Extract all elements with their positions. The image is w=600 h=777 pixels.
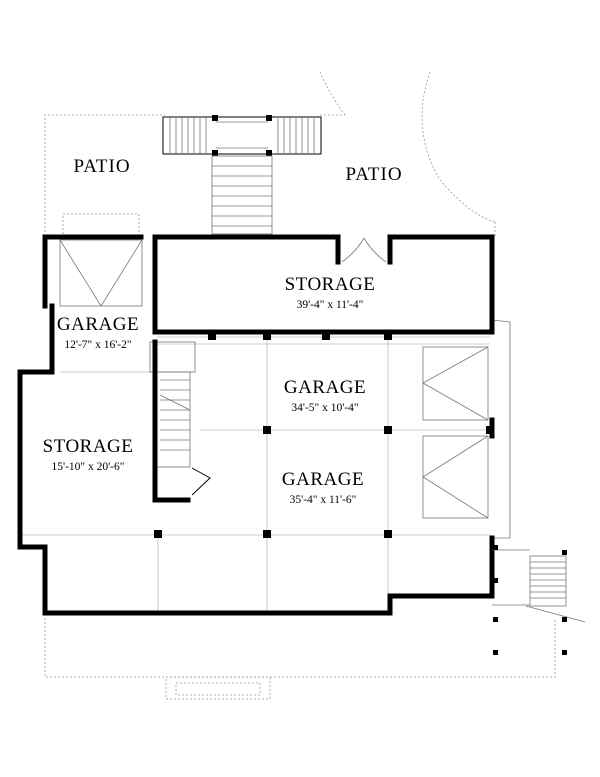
top-stair-deck (162, 115, 322, 235)
entry-pad (62, 213, 140, 239)
patio-left-label: PATIO (73, 156, 130, 177)
site-outline (44, 71, 556, 678)
room-name: GARAGE (282, 469, 364, 490)
room-name: STORAGE (43, 436, 134, 457)
storage-door-swing (341, 237, 387, 263)
deck-left-treads (169, 117, 207, 154)
room-name: GARAGE (57, 314, 139, 335)
room-storage-left: STORAGE 15'-10" x 20'-6" (43, 436, 134, 473)
deck-right-treads (277, 117, 315, 154)
garage-door-left (59, 239, 143, 307)
room-storage-top: STORAGE 39'-4" x 11'-4" (285, 274, 376, 311)
exterior-walls (17, 234, 495, 616)
room-dims: 34'-5" x 10'-4" (291, 402, 358, 414)
walkway-treads (212, 165, 272, 227)
exterior-stair (492, 545, 586, 655)
room-name: GARAGE (284, 377, 366, 398)
room-dims: 39'-4" x 11'-4" (297, 299, 364, 311)
interior-stair (149, 341, 211, 496)
column-grid (20, 336, 490, 613)
garage-doors-right (422, 319, 511, 539)
room-dims: 15'-10" x 20'-6" (52, 461, 125, 473)
room-dims: 35'-4" x 11'-6" (290, 494, 357, 506)
structural-posts (154, 333, 494, 538)
patio-right-label: PATIO (345, 164, 402, 185)
room-garage-left: GARAGE 12'-7" x 16'-2" (57, 314, 139, 351)
room-name: STORAGE (285, 274, 376, 295)
room-garage-mid: GARAGE 34'-5" x 10'-4" (284, 377, 366, 414)
room-dims: 12'-7" x 16'-2" (64, 339, 131, 351)
bottom-steps (165, 676, 271, 700)
room-garage-low: GARAGE 35'-4" x 11'-6" (282, 469, 364, 506)
